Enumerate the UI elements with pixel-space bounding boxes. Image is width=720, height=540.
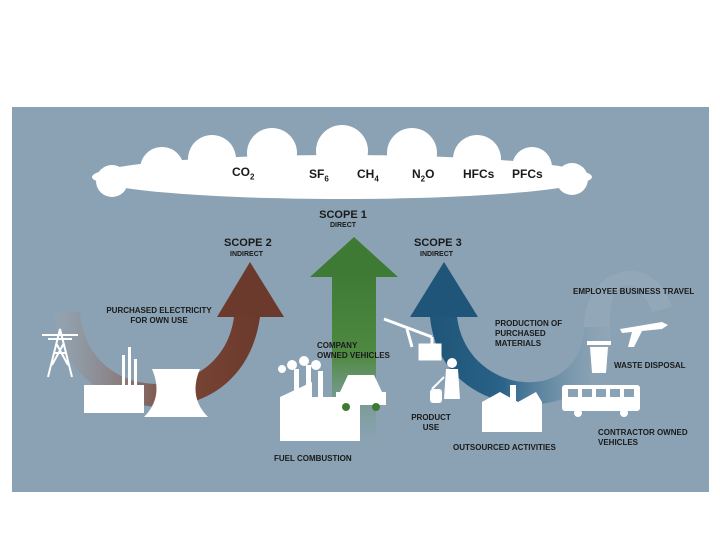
scope1-title: SCOPE 1 [308, 209, 378, 221]
scope2-arrowhead [217, 262, 284, 317]
employee-travel-label: EMPLOYEE BUSINESS TRAVEL [573, 287, 694, 297]
scope2-subtitle: INDIRECT [230, 251, 263, 259]
gas-n2o: N2O [412, 167, 434, 183]
scope1-arrowhead [310, 237, 398, 277]
airplane-icon [620, 322, 668, 347]
diagram-panel: CO2 SF6 CH4 N2O HFCs PFCs SCOPE 1 DIRECT… [12, 107, 709, 492]
gas-sf6: SF6 [309, 167, 329, 183]
scope2-band [42, 231, 187, 307]
gas-co2: CO2 [232, 165, 254, 181]
scope3-arrowhead [410, 262, 478, 317]
contractor-vehicles-label: CONTRACTOR OWNED VEHICLES [598, 428, 688, 448]
waste-disposal-label: WASTE DISPOSAL [614, 361, 686, 371]
scope2-title: SCOPE 2 [224, 237, 272, 249]
scope3-tail [584, 271, 672, 327]
gas-pfcs: PFCs [512, 167, 543, 181]
person-icon [430, 358, 460, 403]
product-use-label: PRODUCT USE [406, 413, 456, 433]
bus-icon [562, 385, 640, 417]
purchased-electricity-label: PURCHASED ELECTRICITY FOR OWN USE [94, 306, 224, 326]
gas-ch4: CH4 [357, 167, 379, 183]
scope1-subtitle: DIRECT [308, 222, 378, 230]
purchased-materials-label: PRODUCTION OF PURCHASED MATERIALS [495, 319, 562, 349]
fuel-combustion-label: FUEL COMBUSTION [274, 454, 352, 464]
outsourced-activities-label: OUTSOURCED ACTIVITIES [453, 443, 556, 453]
scope3-subtitle: INDIRECT [420, 251, 453, 259]
gas-cloud [92, 125, 592, 199]
gas-hfcs: HFCs [463, 167, 494, 181]
scope3-title: SCOPE 3 [414, 237, 462, 249]
company-vehicles-label: COMPANY OWNED VEHICLES [317, 341, 390, 361]
